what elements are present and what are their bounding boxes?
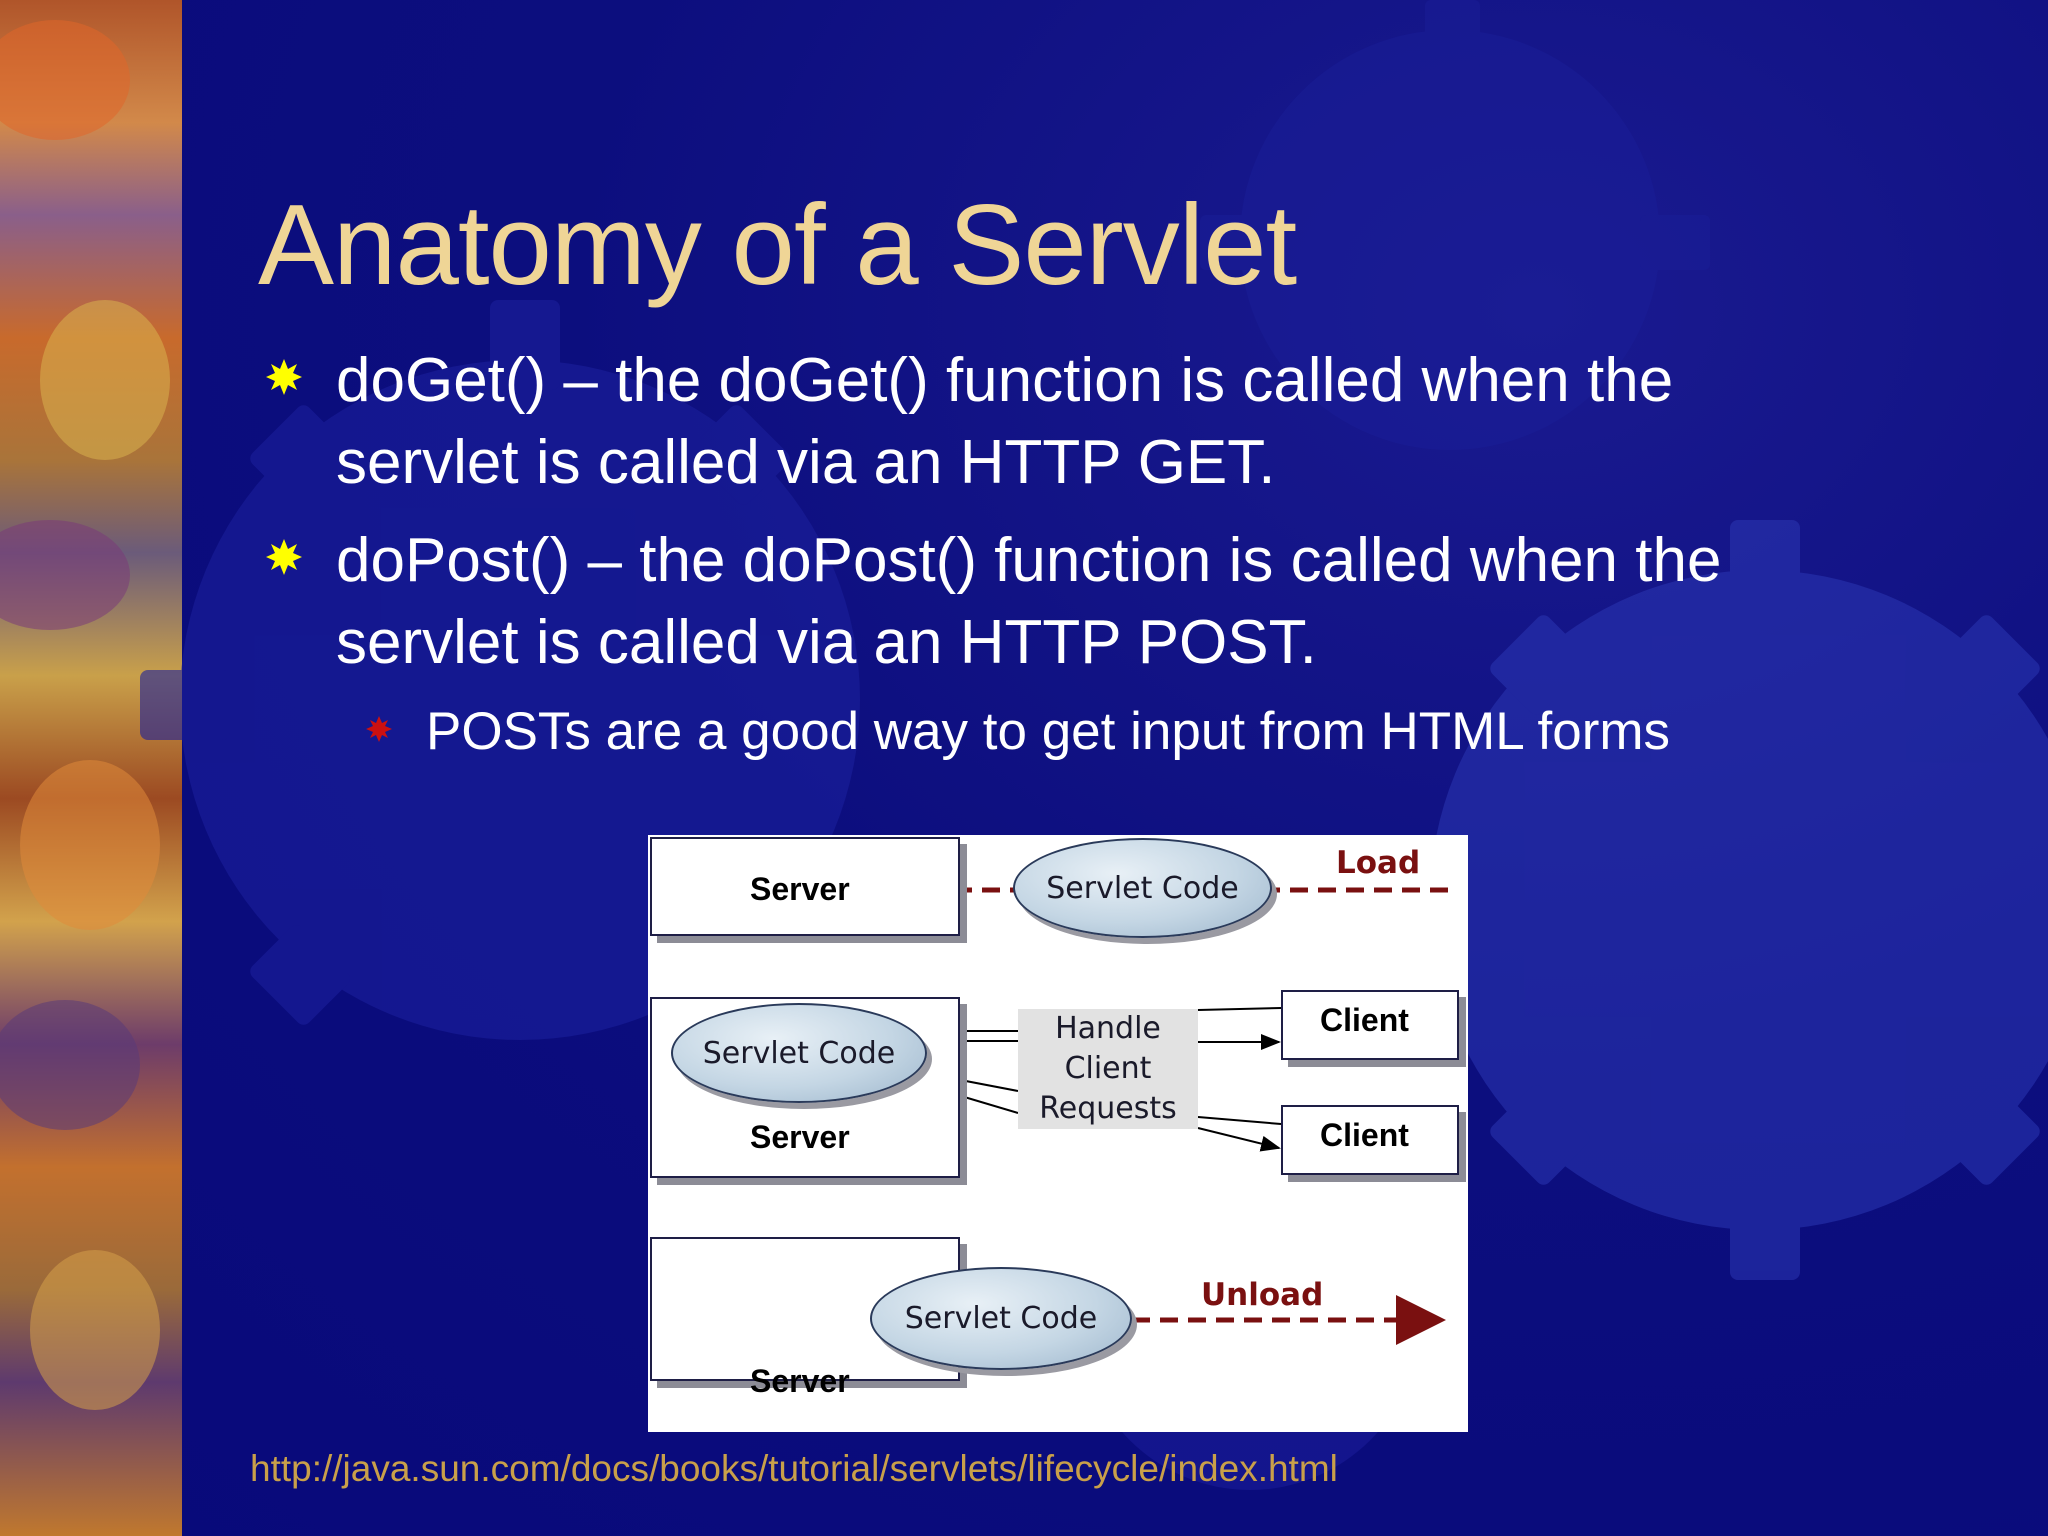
client-box-2 [1281, 1105, 1459, 1175]
handle-client-requests-label: Handle Client Requests [1018, 1009, 1198, 1129]
server-box-load [650, 837, 960, 936]
load-label: Load [1336, 845, 1421, 881]
decorative-side-strip [0, 0, 182, 1536]
yellow-starburst-icon [266, 539, 302, 575]
sub-bullet-posts: POSTs are a good way to get input from H… [426, 702, 1671, 761]
source-url-link[interactable]: http://java.sun.com/docs/books/tutorial/… [250, 1448, 1338, 1489]
client-label-1: Client [1320, 1002, 1409, 1038]
server-label-handle: Server [750, 1119, 850, 1155]
servlet-code-handle: Servlet Code [671, 1003, 927, 1103]
servlet-code-unload: Servlet Code [870, 1267, 1132, 1370]
client-label-2: Client [1320, 1117, 1409, 1153]
server-label-load: Server [750, 871, 850, 907]
bullet-doget: doGet() – the doGet() function is called… [336, 346, 1674, 497]
unload-label: Unload [1201, 1277, 1324, 1313]
servlet-code-load: Servlet Code [1013, 838, 1272, 938]
client-box-1 [1281, 990, 1459, 1060]
slide-title: Anatomy of a Servlet [258, 182, 1297, 309]
yellow-starburst-icon [266, 359, 302, 395]
servlet-lifecycle-diagram: Server Servlet Code Load Servlet Code Se… [648, 835, 1468, 1432]
server-label-unload: Server [750, 1363, 850, 1399]
bullet-dopost: doPost() – the doPost() function is call… [336, 526, 1722, 677]
red-starburst-icon [366, 716, 392, 742]
